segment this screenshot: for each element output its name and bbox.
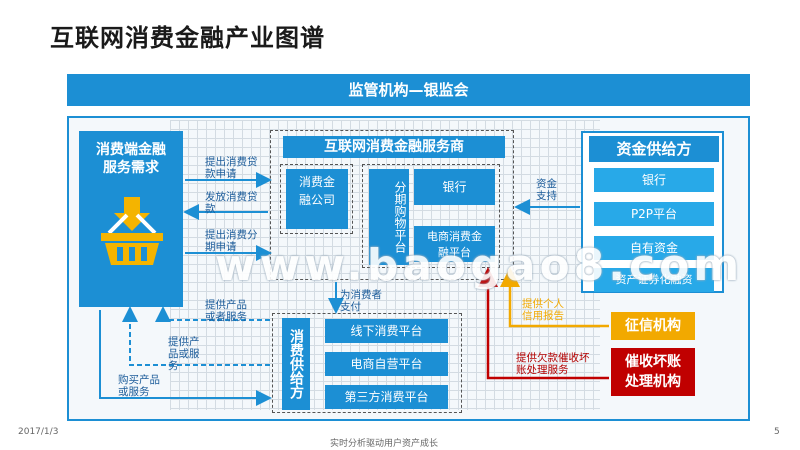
- supply-item-third-party: 第三方消费平台: [325, 385, 448, 409]
- supply-item-ecommerce: 电商自营平台: [325, 352, 448, 376]
- page-title: 互联网消费金融产业图谱: [50, 23, 325, 52]
- service-border: [270, 130, 514, 280]
- installment-box: 分期购物平台: [369, 169, 409, 265]
- service-title: 互联网消费金融服务商: [283, 136, 505, 158]
- funds-item-abs: 资产证券化融资: [594, 268, 714, 292]
- funds-title: 资金供给方: [589, 136, 719, 162]
- consumer-finance-border: [280, 164, 353, 234]
- funds-item-bank: 银行: [594, 168, 714, 192]
- watermark: www.baogao8.com: [215, 240, 744, 291]
- label-loan-issue: 发放消费贷款: [205, 191, 258, 215]
- supply-border: [272, 313, 462, 413]
- label-installment-apply: 提出消费分期申请: [205, 229, 258, 253]
- credit-agency-box: 征信机构: [611, 312, 695, 340]
- label-credit-info: 提供个人信用报告: [522, 298, 564, 322]
- label-provide-product: 提供产品或者服务: [205, 299, 247, 323]
- regulator-banner: 监管机构—银监会: [67, 74, 750, 106]
- label-bad-debt: 提供欠款催收坏账处理服务: [516, 352, 590, 376]
- installment-border: [362, 164, 500, 268]
- supply-title: 消费供给方: [282, 318, 310, 410]
- label-pay-for: 为消费者支付: [340, 289, 382, 313]
- collection-agency-box: 催收坏账处理机构: [611, 348, 695, 396]
- demand-title: 消费端金融服务需求: [96, 142, 166, 176]
- footer-slogan: 实时分析驱动用户资产成长: [330, 439, 439, 449]
- consumer-finance-box: 消费金融公司: [286, 169, 348, 229]
- footer-date: 2017/1/3: [18, 427, 59, 437]
- label-fund-support: 资金支持: [536, 178, 557, 202]
- ecommerce-finance-box: 电商消费金融平台: [414, 226, 495, 262]
- shopping-basket-icon: [99, 195, 165, 271]
- label-loan-apply: 提出消费贷款申请: [205, 156, 258, 180]
- demand-panel: 消费端金融服务需求: [79, 131, 183, 307]
- label-buy-product: 购买产品或服务: [118, 374, 160, 398]
- funds-item-p2p: P2P平台: [594, 202, 714, 226]
- label-provide-product-2: 提供产品或服务: [168, 336, 200, 372]
- funds-item-own: 自有资金: [594, 236, 714, 260]
- supply-item-offline: 线下消费平台: [325, 319, 448, 343]
- footer-page-number: 5: [774, 427, 780, 437]
- bank-service-box: 银行: [414, 169, 495, 205]
